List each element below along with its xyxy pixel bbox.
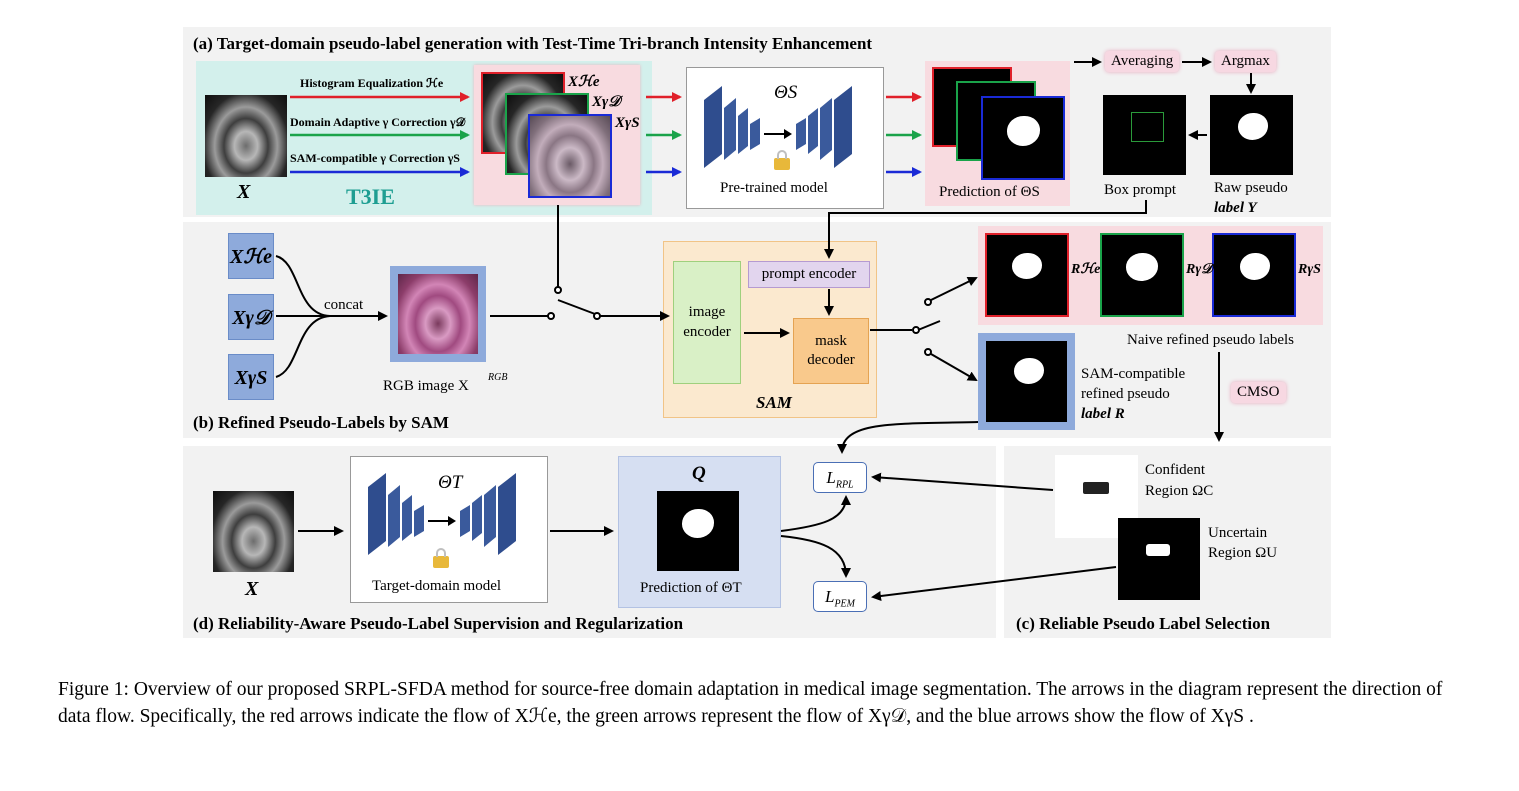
panel-c-title: (c) Reliable Pseudo Label Selection (1016, 614, 1271, 633)
confident-label-2: Region ΩC (1145, 483, 1214, 499)
refined-blue (1212, 233, 1296, 317)
r-he-label: Rℋe (1071, 262, 1101, 277)
x-he-box: Xℋe (228, 233, 274, 279)
mask-decoder-box: mask decoder (793, 318, 869, 384)
box-prompt-label: Box prompt (1104, 182, 1177, 198)
l-pem-sub: PEM (834, 598, 855, 610)
theta-s-label: ΘS (774, 82, 798, 103)
figure-caption: Figure 1: Overview of our proposed SRPL-… (58, 679, 1443, 727)
prompt-encoder-label: prompt encoder (761, 266, 857, 282)
x-gs-box: XγS (228, 354, 274, 400)
branch-blue-label: SAM-compatible γ Correction γS (290, 151, 460, 165)
cmso-tag: CMSO (1231, 382, 1286, 403)
uncertain-image (1118, 518, 1200, 600)
pred-blue-mask (1007, 116, 1040, 146)
branch-green-label: Domain Adaptive γ Correction γ𝒟 (290, 115, 466, 129)
sam-label: SAM (756, 393, 792, 412)
lock-icon (774, 150, 790, 170)
l-pem-box: LPEM (813, 581, 867, 612)
averaging-tag: Averaging (1105, 51, 1180, 72)
sam-refined-label-2: refined pseudo (1081, 386, 1170, 402)
sam-refined-label-3: label R (1081, 406, 1125, 422)
x-gd-box: Xγ𝒟 (228, 294, 274, 340)
stack-green-label: Xγ𝒟 (592, 94, 621, 110)
pretrained-label: Pre-trained model (720, 180, 828, 196)
uncertain-label-2: Region ΩU (1208, 545, 1278, 561)
l-rpl-box: LRPL (813, 462, 867, 493)
raw-pseudo-label-2: label Y (1214, 200, 1257, 216)
q-label: Q (692, 463, 706, 484)
sam-refined-label-1: SAM-compatible (1081, 366, 1186, 382)
stack-red-label: Xℋe (568, 74, 600, 90)
input-label-a: X (237, 181, 251, 203)
prompt-encoder-box: prompt encoder (748, 261, 870, 288)
confident-label: Confident (1145, 462, 1205, 478)
t3ie-label: T3IE (346, 184, 395, 209)
input-label-d: X (245, 578, 259, 600)
prediction-s-label: Prediction of ΘS (939, 184, 1040, 200)
prediction-t-mask (682, 509, 714, 538)
input-image-d (213, 491, 294, 572)
prediction-t-label: Prediction of ΘT (640, 580, 742, 596)
branch-red-label: Histogram Equalization ℋe (300, 76, 444, 90)
naive-label: Naive refined pseudo labels (1127, 332, 1295, 348)
panel-b-title: (b) Refined Pseudo-Labels by SAM (193, 413, 449, 432)
box-prompt-rect (1131, 112, 1164, 142)
target-model-label: Target-domain model (372, 578, 502, 594)
refined-green-mask (1126, 253, 1158, 281)
uncertain-label: Uncertain (1208, 525, 1268, 541)
rgb-image-label: RGB image X (383, 378, 469, 394)
raw-pseudo-label: Raw pseudo (1214, 180, 1288, 196)
mask-decoder-label: mask decoder (807, 332, 855, 369)
raw-pseudo-mask (1238, 113, 1268, 140)
refined-blue-mask (1240, 253, 1270, 280)
stack-blue-label: XγS (615, 115, 640, 131)
panel-a-title: (a) Target-domain pseudo-label generatio… (193, 34, 873, 53)
uncertain-mask (1146, 544, 1170, 556)
concat-label: concat (324, 297, 364, 313)
sam-refined-mask (1014, 358, 1044, 384)
image-encoder-box: image encoder (673, 261, 741, 384)
panel-d-title: (d) Reliability-Aware Pseudo-Label Super… (193, 614, 684, 633)
r-gs-label: RγS (1298, 262, 1321, 277)
unlock-icon (433, 548, 449, 568)
black-flow-arrows (275, 57, 1256, 601)
rgb-image (398, 274, 478, 354)
argmax-tag: Argmax (1215, 51, 1276, 72)
rgb-image-sup: RGB (488, 372, 508, 383)
to-model-arrows (646, 92, 922, 177)
confident-mask (1083, 482, 1109, 494)
input-image-a (205, 95, 287, 177)
image-encoder-label: image encoder (683, 304, 731, 340)
theta-t-label: ΘT (438, 472, 463, 493)
box-prompt-image (1103, 95, 1186, 175)
l-rpl-label: L (826, 468, 836, 487)
l-rpl-sub: RPL (835, 479, 854, 491)
t3ie-arrows (290, 92, 470, 177)
stack-blue-image (528, 114, 612, 198)
r-gd-label: Rγ𝒟 (1186, 262, 1213, 277)
l-pem-label: L (824, 587, 835, 606)
refined-red-mask (1012, 253, 1042, 279)
